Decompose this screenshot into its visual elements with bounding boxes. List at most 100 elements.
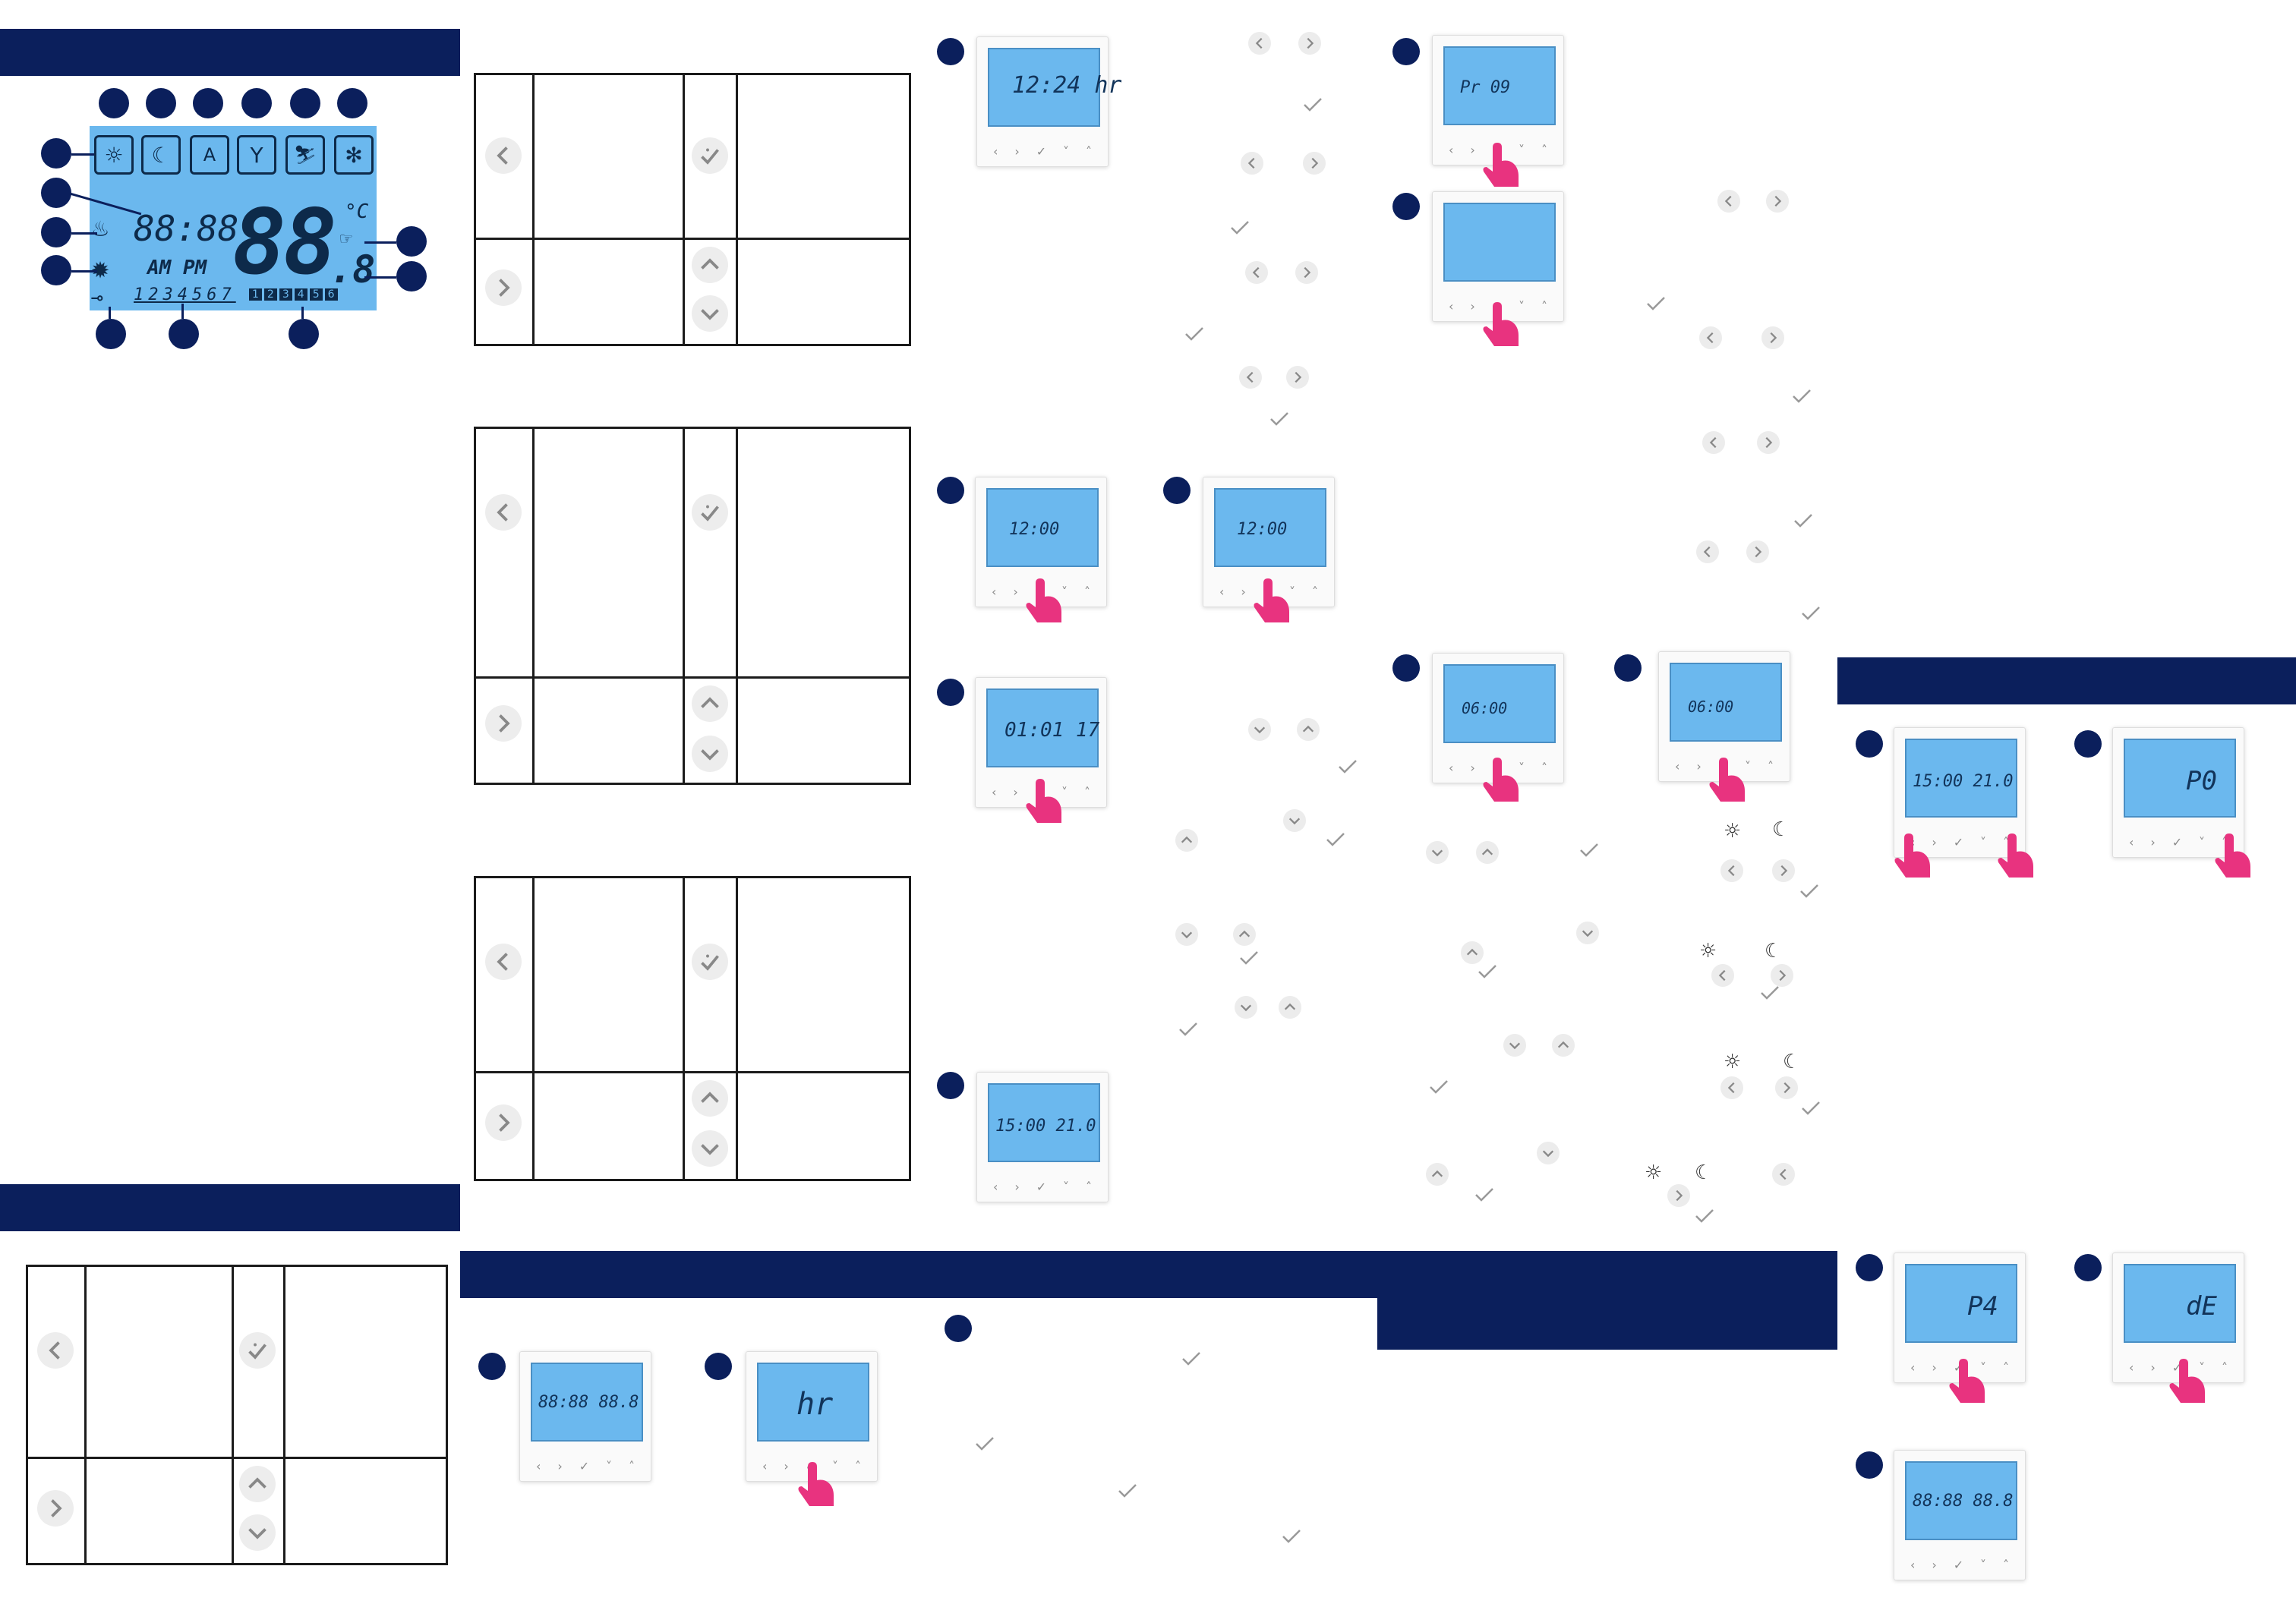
button-legend-table <box>474 73 911 346</box>
section-header-band-bottom-middle <box>460 1251 1380 1298</box>
right-button-icon <box>1761 326 1784 349</box>
button-legend-table <box>474 427 911 785</box>
screen-text: 12:24 hr <box>1012 72 1122 99</box>
right-button-icon <box>1746 540 1769 563</box>
auto-icon: A <box>190 135 229 175</box>
down-button-icon <box>1283 809 1306 832</box>
sun-icon: ☼ <box>1645 1161 1663 1184</box>
step-dot <box>937 1072 964 1099</box>
ok-button-icon <box>692 494 728 531</box>
left-button-icon <box>485 494 522 531</box>
callout-dot <box>289 319 319 349</box>
screen-text: P0 <box>2186 766 2217 796</box>
left-button-icon <box>1717 190 1740 213</box>
left-button-icon <box>1239 366 1262 389</box>
screen-text: hr <box>796 1387 834 1422</box>
ok-button-icon <box>1761 986 1779 1000</box>
frost-icon: ✻ <box>334 135 374 175</box>
right-button-icon <box>485 1104 522 1141</box>
left-button-icon <box>1720 1076 1743 1099</box>
down-button-icon <box>692 736 728 772</box>
down-button-icon <box>1576 922 1599 944</box>
callout-dot <box>193 88 223 118</box>
down-button-icon <box>1248 718 1271 741</box>
leader-line <box>109 307 111 319</box>
down-button-icon <box>692 1130 728 1167</box>
step-dot <box>1163 477 1191 504</box>
callout-dot <box>41 138 71 169</box>
up-button-icon <box>692 247 728 283</box>
ok-button-icon <box>1304 98 1322 112</box>
thermostat-device: 12:24 hr ‹›✓˅˄ <box>976 36 1122 167</box>
down-button-icon <box>692 295 728 332</box>
pointing-hand-icon <box>1709 758 1745 802</box>
right-button-icon <box>1771 964 1793 987</box>
ok-button-icon <box>1580 843 1598 857</box>
leader-line <box>364 276 396 279</box>
callout-dot <box>41 178 71 208</box>
gear-icon: ✹ <box>91 251 110 285</box>
pointing-hand-icon <box>1483 758 1519 802</box>
step-dot <box>1856 1451 1883 1479</box>
thermostat-device: hr ‹›✓˅˄ <box>746 1351 878 1482</box>
left-button-icon <box>1245 261 1268 284</box>
ok-button-icon <box>1475 1188 1493 1202</box>
step-dot <box>705 1353 732 1380</box>
unit-label: °C <box>345 200 369 223</box>
right-button-icon <box>1303 152 1326 175</box>
key-icon: ⊸ <box>91 287 103 310</box>
thermostat-device: 15:00 21.0 ‹›✓˅˄ <box>976 1072 1109 1202</box>
step-dot <box>1856 1254 1883 1281</box>
step-dot <box>1856 730 1883 758</box>
flame-icon: ♨ <box>93 213 109 243</box>
pointing-hand-icon <box>1998 833 2033 878</box>
section-header-band-bottom-right <box>1377 1251 1837 1350</box>
right-button-icon <box>1757 431 1780 454</box>
moon-icon: ☾ <box>141 135 181 175</box>
moon-icon: ☾ <box>1695 1161 1713 1184</box>
pointing-hand-icon <box>2169 1359 2205 1403</box>
ok-button-icon <box>1794 514 1812 528</box>
leader-line <box>71 232 97 235</box>
pointing-hand-icon <box>1483 302 1519 346</box>
callout-dot <box>146 88 176 118</box>
ampm-label: AM PM <box>147 257 207 279</box>
leader-line <box>301 307 304 319</box>
callout-dot <box>41 255 71 285</box>
moon-icon: ☾ <box>1765 940 1783 963</box>
left-button-icon <box>1720 859 1743 882</box>
sun-icon: ☼ <box>1724 820 1742 843</box>
callout-dot <box>169 319 199 349</box>
thermostat-device: P0 ‹›✓˅˄ <box>2112 727 2244 858</box>
holiday-icon: ⛷ <box>285 135 325 175</box>
step-dot <box>2074 1254 2102 1281</box>
screen-text: 06:00 <box>1462 699 1508 717</box>
pointing-hand-icon <box>1483 143 1519 187</box>
left-button-icon <box>1772 1163 1795 1186</box>
pointing-hand-icon <box>1254 578 1289 622</box>
thermostat-device: 88:88 88.8 ‹›✓˅˄ <box>519 1351 651 1482</box>
period-indicators: 1 2 3 4 5 6 <box>249 288 338 301</box>
thermostat-device: dE ‹›✓˅˄ <box>2112 1253 2244 1383</box>
callout-dot <box>337 88 367 118</box>
screen-text: 15:00 21.0 <box>1913 772 2014 791</box>
callout-dot <box>99 88 129 118</box>
period-1: 1 <box>249 288 262 301</box>
step-dot <box>937 477 964 504</box>
pointing-hand-icon <box>2215 833 2250 878</box>
step-dot <box>478 1353 506 1380</box>
callout-dot <box>96 319 126 349</box>
pointing-hand-icon <box>1026 779 1061 823</box>
screen-text: 15:00 21.0 <box>995 1117 1096 1136</box>
down-button-icon <box>239 1514 276 1551</box>
screen-text: 88:88 88.8 <box>1913 1492 2014 1511</box>
left-button-icon <box>1699 326 1722 349</box>
section-header-band-right <box>1837 657 2296 704</box>
up-button-icon <box>1279 996 1301 1019</box>
step-dot <box>945 1315 972 1342</box>
moon-icon: ☾ <box>1783 1051 1801 1073</box>
left-button-icon <box>1702 431 1725 454</box>
button-legend-table <box>26 1265 448 1565</box>
temperature-decimal: .8 <box>330 247 376 291</box>
ok-button-icon <box>1240 951 1258 965</box>
